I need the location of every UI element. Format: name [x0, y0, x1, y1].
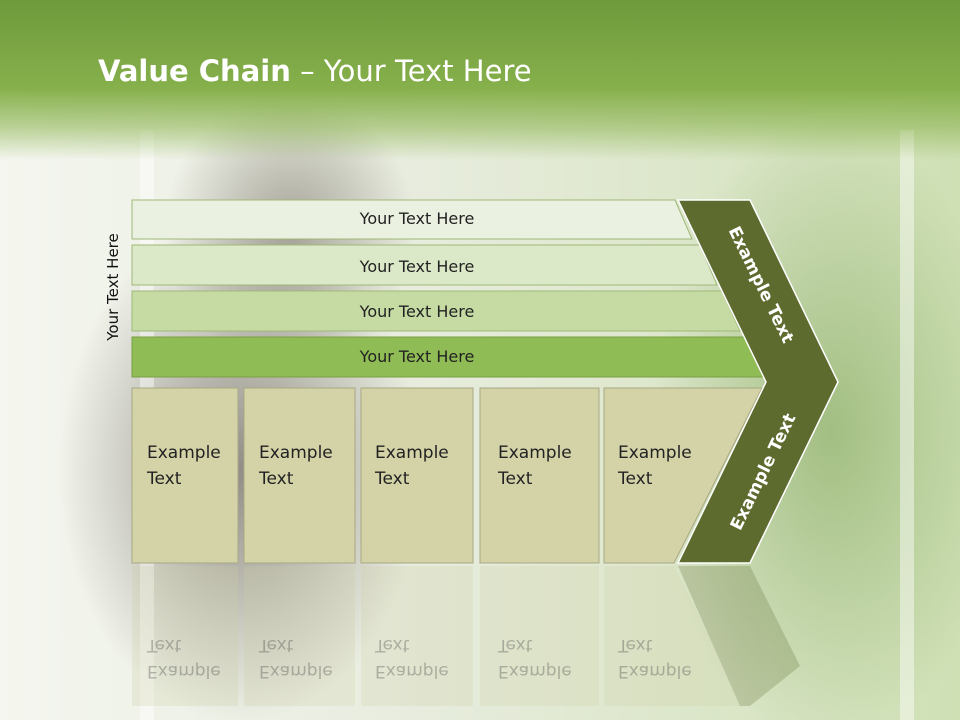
- reflection-box: [244, 566, 355, 706]
- reflection-chevron: [678, 566, 800, 706]
- reflection-label: Example Text: [147, 635, 221, 681]
- reflection-box: [480, 566, 599, 706]
- reflection-text-area: Example Text Example Text Example Text E…: [0, 566, 960, 720]
- reflection-box: [604, 566, 744, 706]
- box-label-2: Example Text: [259, 443, 333, 489]
- reflection-label: Example Text: [375, 635, 449, 681]
- activity-box-3: [360, 387, 474, 564]
- activity-box-4: [479, 387, 600, 564]
- reflection-box: [361, 566, 473, 706]
- bar-2: [131, 244, 718, 286]
- window-frame: [900, 130, 914, 720]
- activity-box-2: [243, 387, 356, 564]
- reflection-box: [132, 566, 238, 706]
- box-label-5: Example Text: [618, 443, 692, 489]
- activity-box-1: [131, 387, 239, 564]
- title-bold: Value Chain: [98, 54, 291, 88]
- box-label-1: Example Text: [147, 443, 221, 489]
- reflection-label: Example Text: [618, 635, 692, 681]
- title-rest: – Your Text Here: [290, 54, 532, 88]
- bar-1: [131, 199, 693, 240]
- header-band: [0, 0, 960, 160]
- page-title: Value Chain – Your Text Here: [98, 54, 532, 88]
- margin-chevron: [676, 199, 839, 564]
- bar-3: [131, 290, 741, 332]
- bar-label-3: Your Text Here: [359, 302, 475, 321]
- reflection: [132, 566, 800, 706]
- bar-label-2: Your Text Here: [359, 257, 475, 276]
- bar-label-1: Your Text Here: [359, 209, 475, 228]
- bar-label-4: Your Text Here: [359, 347, 475, 366]
- box-label-3: Example Text: [375, 443, 449, 489]
- activity-box-5: [603, 387, 763, 564]
- reflection-label: Example Text: [259, 635, 333, 681]
- box-label-4: Example Text: [498, 443, 572, 489]
- reflection-label: Example Text: [498, 635, 572, 681]
